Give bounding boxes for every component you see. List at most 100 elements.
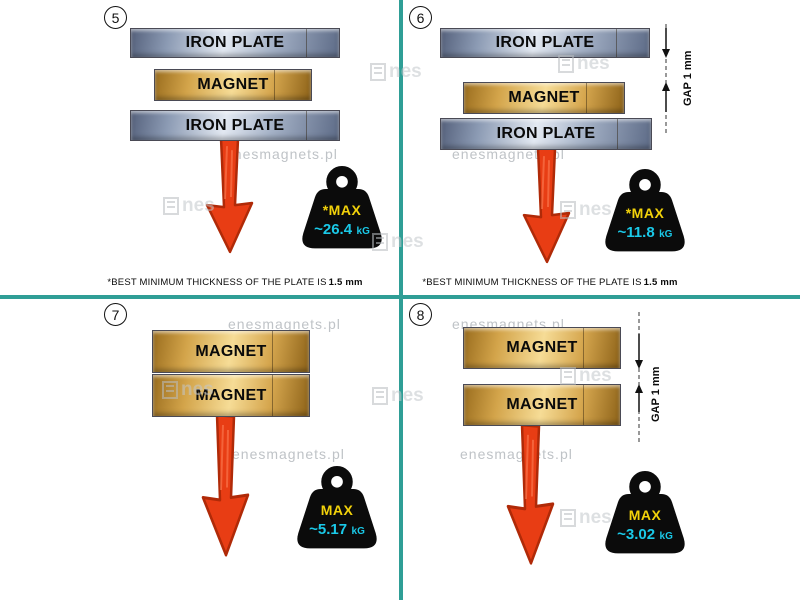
watermark-site: enesmagnets.pl bbox=[452, 146, 565, 162]
iron-plate-label: IRON PLATE bbox=[185, 116, 285, 134]
enes-logo-watermark: nes bbox=[163, 196, 215, 215]
enes-logo-text: nes bbox=[391, 385, 424, 406]
weight-value: ~26.4 kG bbox=[314, 221, 370, 238]
enes-logo-icon bbox=[558, 54, 574, 73]
magnet-edge-facet bbox=[585, 83, 587, 113]
watermark-site: enesmagnets.pl bbox=[460, 446, 573, 462]
enes-logo-icon bbox=[560, 200, 576, 219]
plate-edge-facet bbox=[305, 29, 307, 57]
quadrant-divider-horizontal bbox=[0, 295, 800, 299]
enes-logo-icon bbox=[163, 196, 179, 215]
max-label: MAX bbox=[320, 502, 354, 518]
gap-label: GAP 1 mm bbox=[682, 50, 694, 106]
magnet-bar-bottom: MAGNET bbox=[152, 374, 310, 417]
iron-plate-bottom: IRON PLATE bbox=[130, 110, 340, 141]
pull-force-arrow bbox=[495, 425, 565, 573]
max-weight-badge: *MAX ~26.4 kG bbox=[297, 163, 387, 260]
enes-logo-watermark: nes bbox=[372, 232, 424, 251]
footnote-bold: 1.5 mm bbox=[328, 277, 363, 288]
plate-edge-facet bbox=[305, 111, 307, 140]
pull-force-arrow bbox=[194, 138, 264, 260]
enes-logo-icon bbox=[560, 508, 576, 527]
magnet-label: MAGNET bbox=[506, 396, 578, 413]
max-label: MAX bbox=[628, 507, 662, 523]
pull-force-arrow bbox=[511, 148, 581, 270]
enes-logo-watermark: nes bbox=[560, 508, 612, 527]
kettlebell-weight-icon bbox=[605, 169, 685, 252]
down-arrow-icon bbox=[522, 148, 571, 264]
weight-value: ~3.02 kG bbox=[617, 526, 673, 543]
footnote-text: *BEST MINIMUM THICKNESS OF THE PLATE IS bbox=[422, 277, 642, 288]
enes-logo-text: nes bbox=[579, 507, 612, 528]
down-arrow-icon bbox=[201, 415, 250, 557]
plate-edge-facet bbox=[615, 29, 617, 57]
watermark-site: enesmagnets.pl bbox=[232, 446, 345, 462]
enes-logo-watermark: nes bbox=[560, 366, 612, 385]
kettlebell-weight-icon bbox=[302, 166, 382, 249]
enes-logo-icon bbox=[162, 380, 178, 399]
magnet-bar: MAGNET bbox=[463, 82, 625, 114]
magnet-label: MAGNET bbox=[195, 342, 267, 360]
iron-plate-top: IRON PLATE bbox=[130, 28, 340, 58]
enes-logo-watermark: nes bbox=[558, 54, 610, 73]
magnet-label: MAGNET bbox=[506, 339, 578, 356]
panel-number: 7 bbox=[104, 303, 127, 326]
enes-logo-text: nes bbox=[579, 199, 612, 220]
magnet-label: MAGNET bbox=[197, 76, 269, 93]
panel-number: 6 bbox=[409, 6, 432, 29]
enes-logo-text: nes bbox=[182, 195, 215, 216]
watermark-site: enesmagnets.pl bbox=[225, 146, 338, 162]
enes-logo-icon bbox=[560, 366, 576, 385]
iron-plate-bottom: IRON PLATE bbox=[440, 118, 652, 150]
enes-logo-icon bbox=[372, 386, 388, 405]
watermark-site: enesmagnets.pl bbox=[228, 316, 341, 332]
max-weight-badge: MAX ~5.17 kG bbox=[292, 463, 382, 560]
magnet-bar: MAGNET bbox=[154, 69, 312, 101]
gap-dimension-lines bbox=[628, 312, 650, 442]
magnet-edge-facet bbox=[271, 331, 273, 372]
enes-logo-watermark: nes bbox=[370, 62, 422, 81]
footnote-bold: 1.5 mm bbox=[643, 277, 678, 288]
plate-edge-facet bbox=[617, 119, 619, 149]
enes-logo-watermark: nes bbox=[372, 386, 424, 405]
weight-value: ~5.17 kG bbox=[309, 521, 365, 538]
enes-logo-text: nes bbox=[579, 365, 612, 386]
max-weight-badge: *MAX ~11.8 kG bbox=[600, 166, 690, 263]
magnet-edge-facet bbox=[582, 385, 584, 425]
iron-plate-label: IRON PLATE bbox=[185, 34, 285, 51]
enes-logo-text: nes bbox=[577, 53, 610, 74]
magnet-edge-facet bbox=[271, 375, 273, 416]
max-label: *MAX bbox=[322, 202, 362, 218]
kettlebell-weight-icon bbox=[605, 471, 685, 554]
magnet-label: MAGNET bbox=[195, 386, 267, 404]
gap-dimension-lines bbox=[655, 24, 677, 136]
magnet-edge-facet bbox=[582, 328, 584, 368]
magnet-edge-facet bbox=[273, 70, 275, 100]
magnet-bar-bottom: MAGNET bbox=[463, 384, 621, 426]
iron-plate-label: IRON PLATE bbox=[496, 125, 596, 142]
enes-logo-watermark: nes bbox=[560, 200, 612, 219]
max-label: *MAX bbox=[625, 205, 665, 221]
magnet-label: MAGNET bbox=[508, 89, 580, 106]
enes-logo-text: nes bbox=[389, 61, 422, 82]
enes-logo-text: nes bbox=[391, 231, 424, 252]
panel-number: 5 bbox=[104, 6, 127, 29]
quadrant-divider-vertical bbox=[399, 0, 403, 600]
enes-logo-icon bbox=[372, 232, 388, 251]
footnote-text: *BEST MINIMUM THICKNESS OF THE PLATE IS bbox=[107, 277, 327, 288]
down-arrow-icon bbox=[506, 425, 555, 565]
kettlebell-weight-icon bbox=[297, 466, 377, 549]
down-arrow-icon bbox=[205, 138, 254, 254]
iron-plate-label: IRON PLATE bbox=[495, 34, 595, 51]
max-weight-badge: MAX ~3.02 kG bbox=[600, 468, 690, 565]
iron-plate-top: IRON PLATE bbox=[440, 28, 650, 58]
magnet-bar-top: MAGNET bbox=[463, 327, 621, 369]
gap-label: GAP 1 mm bbox=[650, 366, 662, 423]
enes-logo-watermark: nes bbox=[162, 380, 214, 399]
enes-logo-icon bbox=[370, 62, 386, 81]
pull-force-arrow bbox=[190, 415, 260, 565]
panel-number: 8 bbox=[409, 303, 432, 326]
enes-logo-text: nes bbox=[181, 379, 214, 400]
